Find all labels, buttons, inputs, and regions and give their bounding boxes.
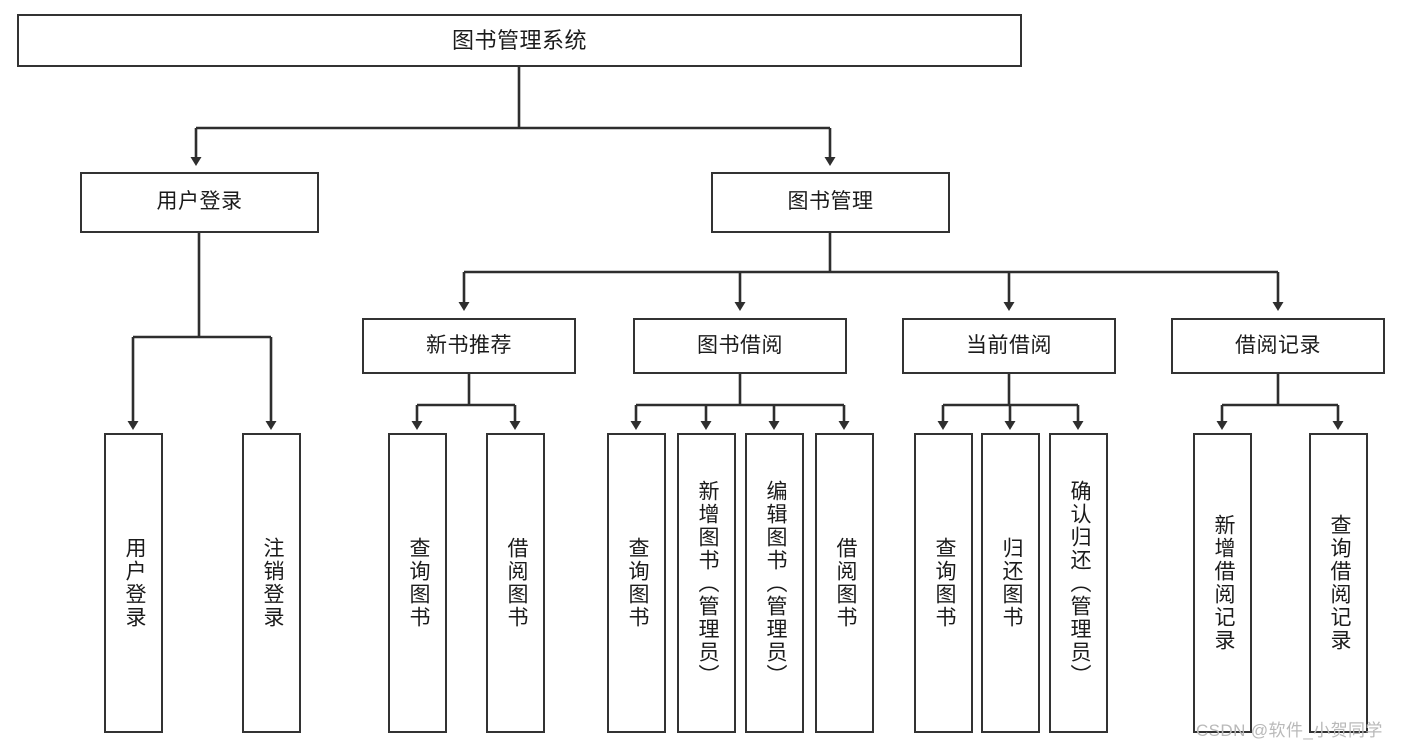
node-user-login-label: 用户登录 bbox=[156, 190, 243, 214]
node-root-label: 图书管理系统 bbox=[451, 27, 587, 53]
node-new-book-recommend[interactable]: 新书推荐 bbox=[362, 318, 576, 374]
leaf-query-record[interactable]: 查询借阅记录 bbox=[1309, 433, 1368, 733]
leaf-logout-label: 注销登录 bbox=[260, 537, 284, 629]
leaf-add-book[interactable]: 新增图书（管理员） bbox=[677, 433, 736, 733]
node-user-login[interactable]: 用户登录 bbox=[80, 172, 319, 233]
leaf-add-record-label: 新增借阅记录 bbox=[1211, 514, 1235, 652]
node-new-book-recommend-label: 新书推荐 bbox=[426, 333, 512, 357]
leaf-query-book-3-label: 查询图书 bbox=[932, 537, 956, 629]
leaf-edit-book[interactable]: 编辑图书（管理员） bbox=[745, 433, 804, 733]
node-root[interactable]: 图书管理系统 bbox=[17, 14, 1022, 67]
leaf-query-book-3[interactable]: 查询图书 bbox=[914, 433, 973, 733]
leaf-query-book-2[interactable]: 查询图书 bbox=[607, 433, 666, 733]
leaf-borrow-book-1-label: 借阅图书 bbox=[504, 537, 528, 629]
leaf-query-book-2-label: 查询图书 bbox=[625, 537, 649, 629]
leaf-edit-book-label: 编辑图书（管理员） bbox=[763, 479, 787, 687]
node-book-borrow-label: 图书借阅 bbox=[697, 333, 783, 357]
node-book-borrow[interactable]: 图书借阅 bbox=[633, 318, 847, 374]
leaf-add-record[interactable]: 新增借阅记录 bbox=[1193, 433, 1252, 733]
leaf-return-book[interactable]: 归还图书 bbox=[981, 433, 1040, 733]
leaf-user-login[interactable]: 用户登录 bbox=[104, 433, 163, 733]
leaf-borrow-book-1[interactable]: 借阅图书 bbox=[486, 433, 545, 733]
leaf-borrow-book-2-label: 借阅图书 bbox=[833, 537, 857, 629]
leaf-query-book-1[interactable]: 查询图书 bbox=[388, 433, 447, 733]
node-borrow-record[interactable]: 借阅记录 bbox=[1171, 318, 1385, 374]
leaf-confirm-return[interactable]: 确认归还（管理员） bbox=[1049, 433, 1108, 733]
node-book-manage-label: 图书管理 bbox=[787, 190, 874, 214]
leaf-query-book-1-label: 查询图书 bbox=[406, 537, 430, 629]
node-borrow-record-label: 借阅记录 bbox=[1235, 333, 1321, 357]
leaf-query-record-label: 查询借阅记录 bbox=[1327, 514, 1351, 652]
node-current-borrow[interactable]: 当前借阅 bbox=[902, 318, 1116, 374]
leaf-logout[interactable]: 注销登录 bbox=[242, 433, 301, 733]
leaf-borrow-book-2[interactable]: 借阅图书 bbox=[815, 433, 874, 733]
leaf-user-login-label: 用户登录 bbox=[122, 537, 146, 629]
node-current-borrow-label: 当前借阅 bbox=[966, 333, 1052, 357]
leaf-add-book-label: 新增图书（管理员） bbox=[695, 479, 719, 687]
node-book-manage[interactable]: 图书管理 bbox=[711, 172, 950, 233]
leaf-return-book-label: 归还图书 bbox=[999, 537, 1023, 629]
leaf-confirm-return-label: 确认归还（管理员） bbox=[1067, 479, 1091, 687]
